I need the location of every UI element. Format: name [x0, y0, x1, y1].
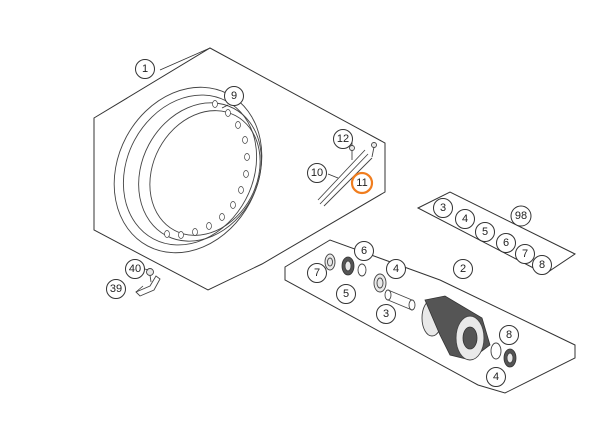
callout-kit-6[interactable]: 6 [496, 233, 516, 253]
svg-text:5: 5 [482, 226, 488, 238]
svg-text:39: 39 [110, 283, 122, 295]
callout-hub-4-bottom[interactable]: 4 [486, 367, 506, 387]
callout-40[interactable]: 40 [125, 259, 145, 279]
callout-kit-4[interactable]: 4 [455, 209, 475, 229]
svg-text:8: 8 [506, 329, 512, 341]
valve-drawing [135, 268, 161, 297]
svg-text:6: 6 [361, 245, 367, 257]
svg-text:40: 40 [129, 263, 141, 275]
callout-kit-5[interactable]: 5 [475, 222, 495, 242]
callout-9[interactable]: 9 [224, 86, 244, 106]
svg-text:4: 4 [393, 263, 399, 275]
callout-kit-7[interactable]: 7 [515, 244, 535, 264]
spokes-drawing [317, 142, 377, 207]
callout-hub-2[interactable]: 2 [453, 259, 473, 279]
svg-text:10: 10 [311, 167, 323, 179]
callout-1[interactable]: 1 [135, 59, 155, 79]
svg-text:8: 8 [539, 259, 545, 271]
callout-hub-4-top[interactable]: 4 [386, 259, 406, 279]
svg-text:3: 3 [383, 308, 389, 320]
rim-drawing [113, 86, 263, 254]
svg-text:12: 12 [337, 133, 349, 145]
callout-kit-8[interactable]: 8 [532, 255, 552, 275]
callout-hub-3[interactable]: 3 [376, 304, 396, 324]
svg-text:3: 3 [440, 202, 446, 214]
svg-text:7: 7 [522, 248, 528, 260]
callout-hub-5[interactable]: 5 [336, 284, 356, 304]
svg-text:98: 98 [515, 210, 527, 222]
svg-text:1: 1 [142, 63, 148, 75]
callout-hub-8[interactable]: 8 [499, 325, 519, 345]
callout-hub-6[interactable]: 6 [354, 241, 374, 261]
wheel-group-outline [93, 47, 386, 291]
hub-drawing [324, 253, 517, 368]
svg-text:5: 5 [343, 288, 349, 300]
svg-text:2: 2 [460, 263, 466, 275]
callout-10[interactable]: 10 [307, 163, 327, 183]
callout-kit-3[interactable]: 3 [433, 198, 453, 218]
svg-text:11: 11 [356, 177, 367, 189]
callout-12[interactable]: 12 [333, 129, 353, 149]
callout-39[interactable]: 39 [106, 279, 126, 299]
svg-text:4: 4 [462, 213, 468, 225]
svg-text:9: 9 [231, 90, 237, 102]
svg-text:4: 4 [493, 371, 499, 383]
callout-hub-7[interactable]: 7 [307, 263, 327, 283]
svg-text:6: 6 [503, 237, 509, 249]
callout-11-highlighted[interactable]: 11 [350, 171, 374, 195]
svg-text:7: 7 [314, 267, 320, 279]
callout-kit-98[interactable]: 98 [510, 205, 532, 227]
